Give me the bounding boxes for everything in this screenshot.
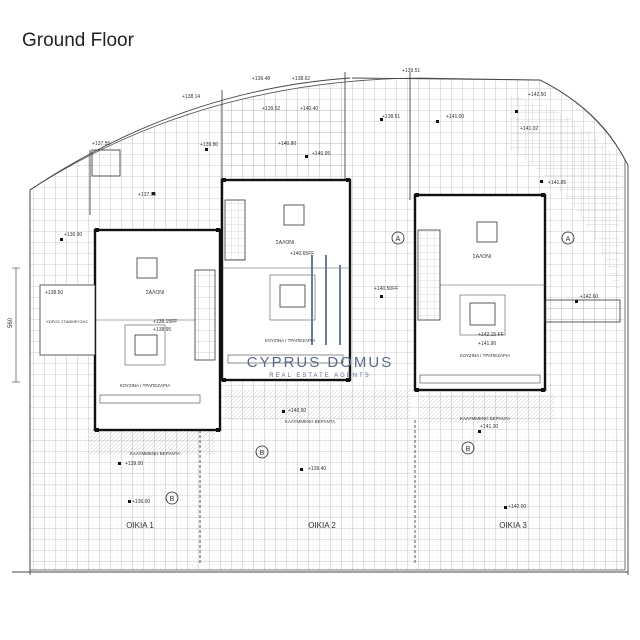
house-1-living-label: ΣΑΛΟΝΙ bbox=[146, 290, 165, 296]
house-3-fl-level: +141.90 bbox=[478, 341, 496, 347]
watermark-brand: CYPRUS DOMUS bbox=[247, 354, 394, 371]
level-value: +139.00 bbox=[125, 461, 143, 467]
level-markers bbox=[60, 110, 578, 509]
level-value: +138.50 bbox=[45, 290, 63, 296]
level-value: +139.52 bbox=[262, 106, 280, 112]
section-mark-1: B bbox=[260, 450, 265, 457]
house-2-plan bbox=[220, 178, 352, 382]
level-value: +138.14 bbox=[182, 94, 200, 100]
level-value: +136.90 bbox=[64, 232, 82, 238]
watermark-tagline: REAL ESTATE AGENTS bbox=[269, 373, 371, 379]
house-1-plan bbox=[39, 228, 222, 432]
level-value: +138.51 bbox=[382, 114, 400, 120]
level-value: +142.00 bbox=[508, 504, 526, 510]
house-3-kitchen-label: ΚΟΥΖΙΝΑ / ΤΡΑΠΕΖΑΡΙΑ bbox=[460, 353, 511, 358]
level-value: +139.80 bbox=[200, 142, 218, 148]
house-1-ff-level: +138.15FF bbox=[153, 319, 177, 325]
house-3-veranda-label: ΚΑΛΥΜΜΕΝΗ ΒΕΡΑΝΤΑ bbox=[460, 416, 510, 421]
level-value: +142.60 bbox=[580, 294, 598, 300]
house-1-name: ΟΙΚΙΑ 1 bbox=[126, 521, 154, 530]
section-mark-a-2: A bbox=[566, 236, 571, 243]
level-value: +140.95 bbox=[312, 151, 330, 157]
level-value: +138.62 bbox=[292, 76, 310, 82]
site-boundary bbox=[12, 72, 629, 575]
level-value: +140.80 bbox=[278, 141, 296, 147]
level-value: +141.02 bbox=[520, 126, 538, 132]
level-value: +141.00 bbox=[446, 114, 464, 120]
level-value: +141.85 bbox=[548, 180, 566, 186]
level-value: +141.20 bbox=[480, 424, 498, 430]
veranda-bands bbox=[90, 390, 555, 455]
house-2-name: ΟΙΚΙΑ 2 bbox=[308, 521, 336, 530]
level-value: +136.00 bbox=[132, 499, 150, 505]
house-3-plan bbox=[413, 193, 621, 392]
level-value: +139.51 bbox=[402, 68, 420, 74]
level-value: +142.50 bbox=[528, 92, 546, 98]
house-1-fl-level: +138.95 bbox=[153, 327, 171, 333]
level-value: +137.60 bbox=[138, 192, 156, 198]
house-1-kitchen-label: ΚΟΥΖΙΝΑ / ΤΡΑΠΕΖΑΡΙΑ bbox=[120, 383, 171, 388]
level-value: +140.40 bbox=[300, 106, 318, 112]
house-1-veranda-label: ΚΑΛΥΜΜΕΝΗ ΒΕΡΑΝΤΑ bbox=[130, 451, 180, 456]
section-mark-3: B bbox=[466, 446, 471, 453]
house-2-living-label: ΣΑΛΟΝΙ bbox=[276, 240, 295, 246]
section-markers bbox=[165, 231, 575, 505]
section-mark-2: B bbox=[170, 496, 175, 503]
level-value: +137.55 bbox=[92, 141, 110, 147]
house-2-ff-level: +140.65FF bbox=[290, 251, 314, 257]
level-value: +139.40 bbox=[308, 466, 326, 472]
house-3-ff-level: +142.15 FF bbox=[478, 332, 504, 338]
section-mark-a-1: A bbox=[396, 236, 401, 243]
house-2-veranda-label: ΚΑΛΥΜΜΕΝΗ ΒΕΡΑΝΤΑ bbox=[285, 419, 335, 424]
spot-levels: +136.48 +138.62 +138.14 +139.51 +139.52 … bbox=[45, 68, 598, 510]
level-value: +140.50 bbox=[288, 408, 306, 414]
house-2-fl-level: +140.50FF bbox=[374, 286, 398, 292]
house-2-kitchen-label: ΚΟΥΖΙΝΑ / ΤΡΑΠΕΖΑΡΙΑ bbox=[265, 338, 316, 343]
house-3-living-label: ΣΑΛΟΝΙ bbox=[473, 254, 492, 260]
house-1-side-label: ΧΩΡΟΣ ΣΤΑΘΜΕΥΣΗΣ bbox=[46, 319, 88, 324]
dimension-value: 560 bbox=[8, 317, 14, 328]
page-title: Ground Floor bbox=[22, 30, 134, 51]
watermark: CYPRUS DOMUS REAL ESTATE AGENTS bbox=[247, 255, 394, 379]
level-value: +136.48 bbox=[252, 76, 270, 82]
house-3-name: ΟΙΚΙΑ 3 bbox=[499, 521, 527, 530]
dimension-line bbox=[12, 267, 20, 383]
